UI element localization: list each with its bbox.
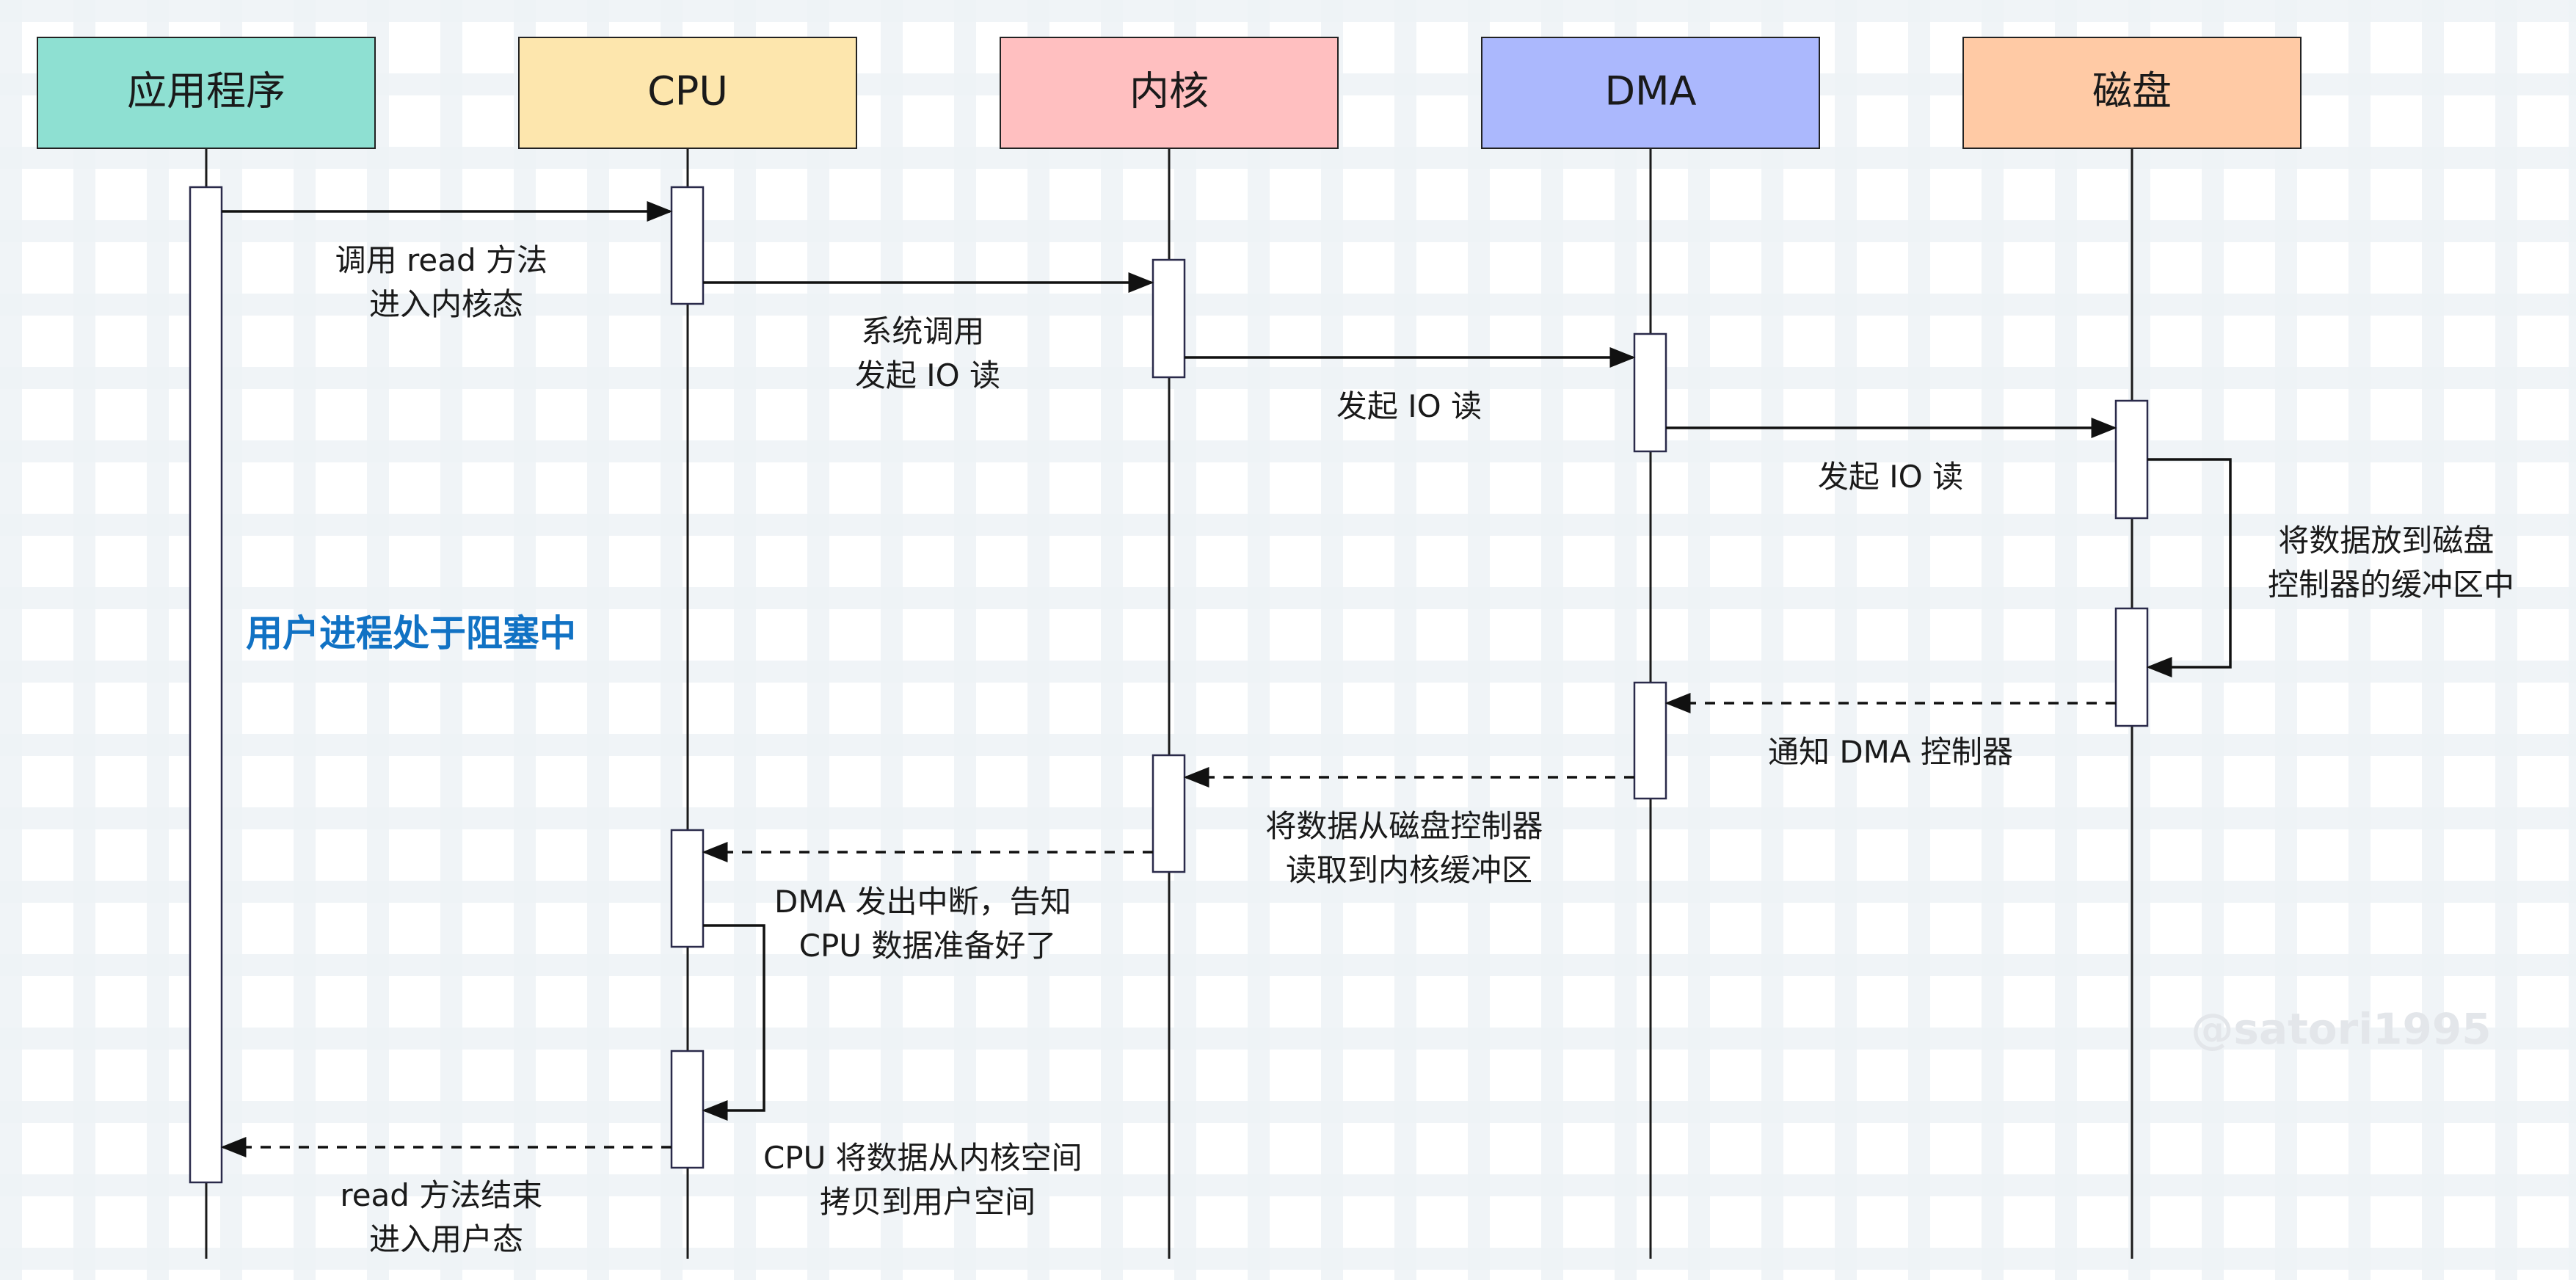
participant-dma-label: DMA (1604, 68, 1696, 114)
participant-cpu-label: CPU (647, 68, 728, 114)
message-label-m7: 将数据从磁盘控制器 读取到内核缓冲区 (1265, 808, 1552, 888)
participant-disk: 磁盘 (1962, 37, 2302, 149)
message-label-m3: 发起 IO 读 (1336, 388, 1482, 424)
message-label-m5-line2: 控制器的缓冲区中 (2268, 567, 2514, 603)
message-label-m5: 将数据放到磁盘 控制器的缓冲区中 (2268, 523, 2514, 603)
message-label-m3-line1: 发起 IO 读 (1336, 388, 1482, 424)
message-arrow-m5 (2146, 458, 2232, 677)
activation-dma-1 (1633, 332, 1667, 453)
activation-dma-2 (1633, 681, 1667, 800)
blocking-note: 用户进程处于阻塞中 (246, 612, 576, 655)
message-label-m8-line2: CPU 数据准备好了 (799, 928, 1057, 964)
message-label-m2-line2: 发起 IO 读 (855, 357, 1000, 393)
message-label-m2: 系统调用 发起 IO 读 (855, 313, 1000, 393)
message-arrow-m9 (702, 924, 765, 1121)
activation-disk-1 (2114, 399, 2149, 520)
participant-app: 应用程序 (37, 37, 376, 149)
participant-dma: DMA (1481, 37, 1820, 149)
activation-app (189, 186, 223, 1184)
activation-cpu-3 (670, 1050, 705, 1169)
participant-cpu: CPU (518, 37, 857, 149)
activation-cpu-1 (670, 186, 705, 305)
watermark-text: @satori1995 (2191, 1004, 2491, 1054)
message-label-m1: 调用 read 方法 进入内核态 (335, 242, 558, 322)
message-label-m7-line2: 读取到内核缓冲区 (1286, 852, 1532, 888)
message-label-m5-line1: 将数据放到磁盘 (2278, 523, 2494, 559)
message-label-m1-line1: 调用 read 方法 (335, 242, 547, 278)
message-label-m8: DMA 发出中断，告知 CPU 数据准备好了 (774, 884, 1081, 964)
message-label-m9-line2: 拷贝到用户空间 (820, 1184, 1036, 1220)
activation-kernel-1 (1151, 258, 1186, 379)
message-label-m7-line1: 将数据从磁盘控制器 (1265, 808, 1543, 844)
message-label-m8-line1: DMA 发出中断，告知 (774, 884, 1071, 920)
message-label-m9: CPU 将数据从内核空间 拷贝到用户空间 (763, 1140, 1092, 1220)
participant-disk-label: 磁盘 (2092, 68, 2172, 114)
message-label-m10: read 方法结束 进入用户态 (340, 1177, 552, 1257)
activation-kernel-2 (1151, 754, 1186, 873)
participant-app-box (37, 37, 376, 149)
participant-cpu-box (518, 37, 857, 149)
message-label-m10-line2: 进入用户态 (369, 1221, 523, 1257)
message-label-m1-line2: 进入内核态 (369, 286, 523, 322)
participant-kernel-box (1000, 37, 1339, 149)
message-label-m6: 通知 DMA 控制器 (1768, 734, 2013, 770)
participant-app-label: 应用程序 (127, 68, 285, 114)
activation-disk-2 (2114, 607, 2149, 727)
participant-kernel: 内核 (1000, 37, 1339, 149)
participant-disk-box (1962, 37, 2302, 149)
message-label-m6-line1: 通知 DMA 控制器 (1768, 734, 2013, 770)
message-label-m4-line1: 发起 IO 读 (1818, 459, 1963, 495)
message-label-m9-line1: CPU 将数据从内核空间 (763, 1140, 1083, 1176)
message-label-m4: 发起 IO 读 (1818, 459, 1963, 495)
message-label-m2-line1: 系统调用 (861, 313, 984, 349)
participant-kernel-label: 内核 (1129, 68, 1209, 114)
participant-dma-box (1481, 37, 1820, 149)
activation-cpu-2 (670, 829, 705, 948)
message-label-m10-line1: read 方法结束 (340, 1177, 542, 1213)
